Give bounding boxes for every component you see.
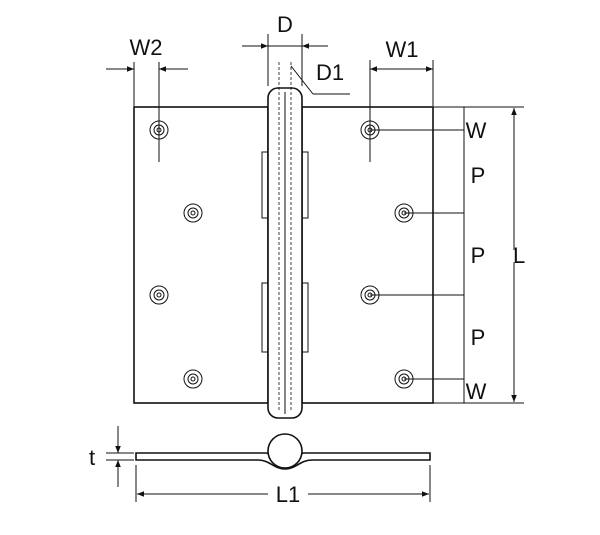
pitch-extension-lines bbox=[370, 106, 524, 404]
dim-D1 bbox=[290, 65, 350, 95]
side-barrel bbox=[267, 433, 303, 469]
label-D: D bbox=[277, 12, 293, 37]
right-leaf bbox=[301, 106, 434, 404]
side-view bbox=[135, 433, 431, 470]
label-L1: L1 bbox=[276, 482, 300, 507]
label-P-3: P bbox=[471, 325, 486, 350]
label-W2: W2 bbox=[130, 35, 163, 60]
dim-W2 bbox=[106, 62, 188, 162]
label-P-2: P bbox=[471, 243, 486, 268]
screw-hole bbox=[183, 203, 203, 223]
label-L: L bbox=[513, 243, 525, 268]
label-P-1: P bbox=[471, 163, 486, 188]
dim-W1 bbox=[369, 60, 434, 162]
label-t: t bbox=[89, 445, 95, 470]
screw-hole bbox=[183, 369, 203, 389]
label-D1: D1 bbox=[316, 60, 344, 85]
label-W-top: W bbox=[466, 118, 487, 143]
dim-L1 bbox=[135, 465, 431, 502]
label-W-bottom: W bbox=[466, 379, 487, 404]
dim-t bbox=[106, 426, 134, 487]
screw-hole bbox=[149, 285, 169, 305]
dim-D bbox=[242, 34, 328, 86]
label-W1: W1 bbox=[386, 37, 419, 62]
left-leaf bbox=[133, 106, 269, 404]
